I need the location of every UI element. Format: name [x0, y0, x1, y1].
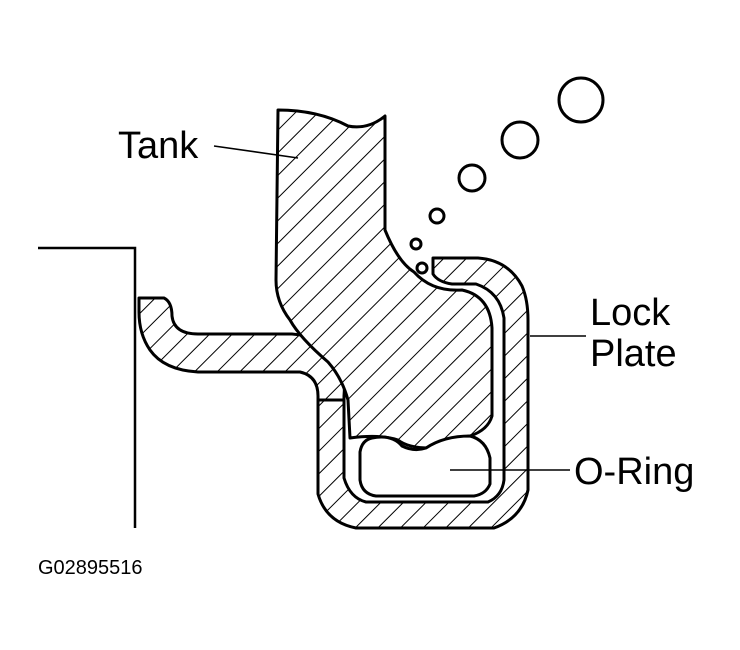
bubble: [428, 207, 446, 225]
bubble: [500, 120, 540, 160]
bubble: [415, 261, 429, 275]
figure-id-label: G02895516: [38, 557, 143, 579]
o-ring-part: [358, 434, 492, 498]
lock-plate-label-line1: Lock: [590, 292, 671, 334]
o-ring-label: O-Ring: [574, 451, 694, 493]
core-plate-outline: [38, 246, 137, 528]
lock-plate-label-line2: Plate: [590, 333, 677, 375]
lock-plate-part: [316, 256, 530, 530]
tank-leader-line: [213, 145, 299, 159]
bubble: [409, 237, 423, 251]
bubble: [457, 163, 487, 193]
bubble: [557, 76, 605, 124]
tank-label: Tank: [118, 125, 199, 167]
